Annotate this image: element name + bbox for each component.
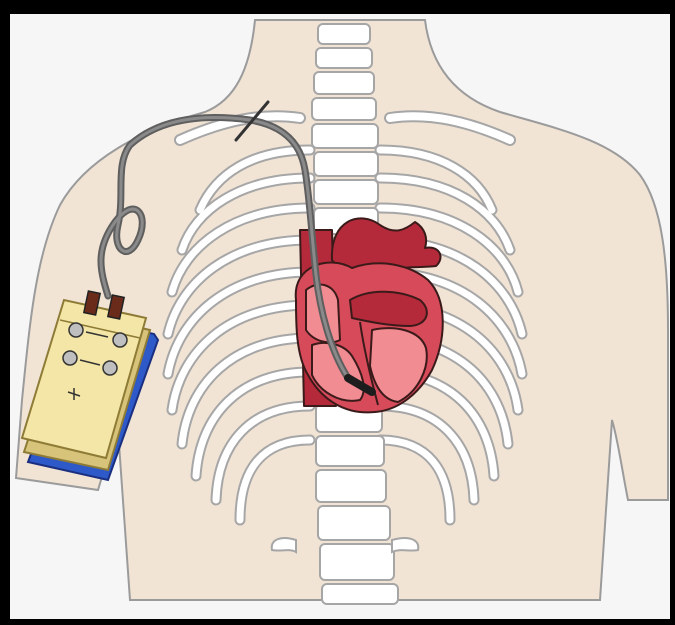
heart-anatomy (296, 218, 443, 412)
left-atrium (350, 292, 427, 326)
